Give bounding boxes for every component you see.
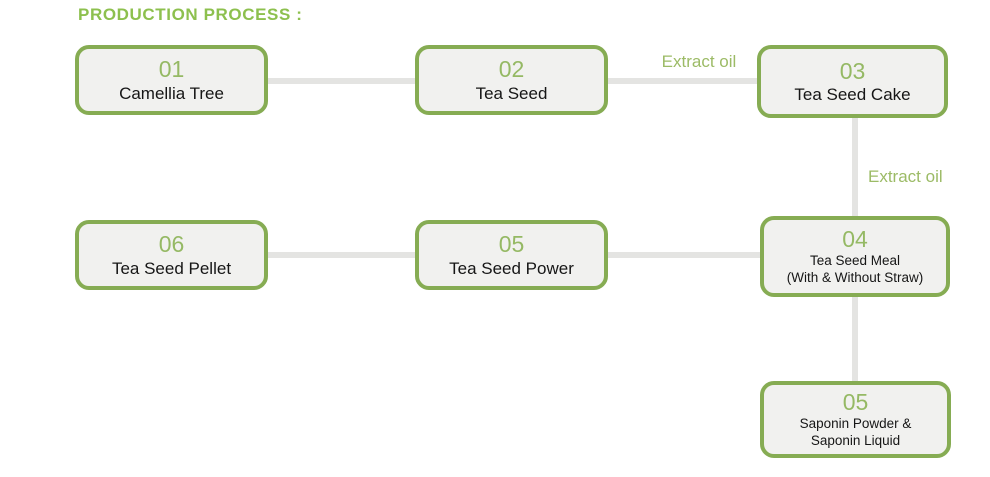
step-number: 02 (498, 56, 525, 83)
connector-06-05 (266, 252, 417, 258)
step-number: 05 (498, 231, 525, 258)
step-label: Tea Seed Meal (809, 252, 901, 268)
step-label: Tea Seed Cake (794, 85, 911, 105)
connector-05-04 (606, 252, 762, 258)
process-box-05-saponin: 05 Saponin Powder & Saponin Liquid (760, 381, 951, 458)
connector-03-04 (852, 116, 858, 219)
step-number: 04 (842, 226, 868, 253)
step-number: 06 (158, 231, 185, 258)
extract-oil-label-top: Extract oil (661, 52, 737, 71)
step-sublabel: Saponin Liquid (810, 432, 901, 448)
connector-02-03 (606, 78, 759, 84)
step-label: Tea Seed Pellet (111, 258, 232, 278)
step-label: Tea Seed Power (449, 258, 574, 278)
step-sublabel: (With & Without Straw) (786, 269, 924, 285)
step-label: Saponin Powder & (799, 415, 912, 431)
step-number: 05 (842, 389, 869, 416)
process-box-03-tea-seed-cake: 03 Tea Seed Cake (757, 45, 948, 118)
process-box-06-tea-seed-pellet: 06 Tea Seed Pellet (75, 220, 268, 290)
connector-04-saponin (852, 295, 858, 383)
step-number: 01 (158, 56, 185, 83)
connector-01-02 (266, 78, 417, 84)
step-number: 03 (839, 57, 866, 84)
extract-oil-label-right: Extract oil (868, 167, 943, 186)
process-box-05-tea-seed-power: 05 Tea Seed Power (415, 220, 608, 290)
step-label: Camellia Tree (119, 83, 224, 103)
diagram-title: PRODUCTION PROCESS : (78, 5, 303, 24)
process-box-01-camellia-tree: 01 Camellia Tree (75, 45, 268, 115)
process-box-02-tea-seed: 02 Tea Seed (415, 45, 608, 115)
step-label: Tea Seed (475, 83, 548, 103)
process-box-04-tea-seed-meal: 04 Tea Seed Meal (With & Without Straw) (760, 216, 950, 297)
